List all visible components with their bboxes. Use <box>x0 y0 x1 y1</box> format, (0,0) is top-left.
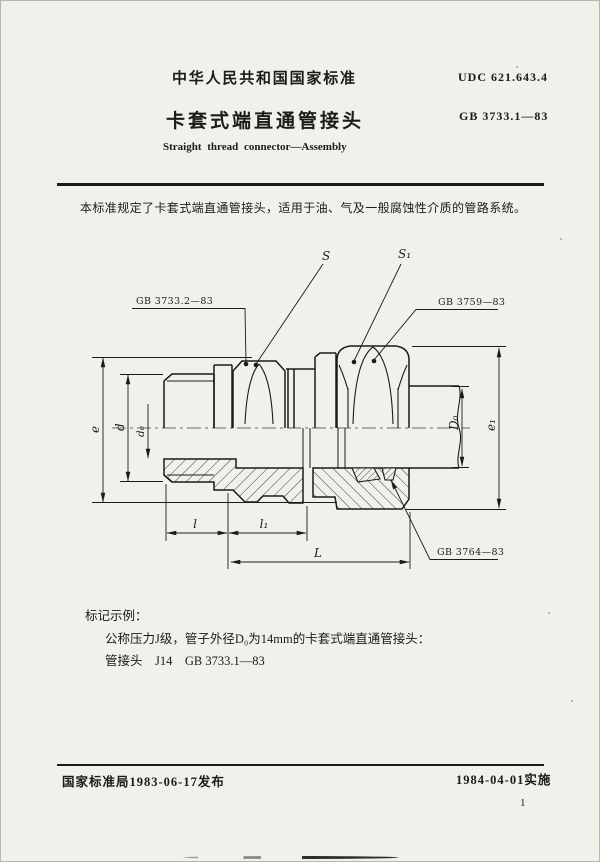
part-label-body: GB 3733.2—83 <box>136 296 213 307</box>
scan-speck <box>516 66 518 68</box>
dim-label-D0: D₀ <box>447 415 461 431</box>
body-section <box>163 458 304 504</box>
dim-label-L: L <box>313 546 322 560</box>
implemented-date: 1984-04-01实施 <box>456 773 552 787</box>
dim-label-e1: e₁ <box>484 419 498 431</box>
dim-label-s: S <box>322 249 330 263</box>
scope-paragraph: 本标准规定了卡套式端直通管接头，适用于油、气及一般腐蚀性介质的管路系统。 <box>80 201 527 215</box>
fitting-outline <box>163 345 462 483</box>
scan-speck <box>560 238 562 240</box>
leader-lines <box>132 263 498 560</box>
dim-label-d: d <box>113 423 127 431</box>
part-label-nut: GB 3759—83 <box>438 297 505 308</box>
dim-label-l1: l₁ <box>260 517 269 531</box>
dim-label-d0: d₀ <box>135 425 147 437</box>
leader-dots <box>243 358 377 368</box>
english-subtitle: Straight thread connector—Assembly <box>163 141 347 153</box>
page-title: 卡套式端直通管接头 <box>166 111 365 132</box>
dim-label-l: l <box>193 517 197 531</box>
header-rule <box>57 183 544 186</box>
marking-example-heading: 标记示例： <box>85 609 148 623</box>
dim-label-s1: S₁ <box>398 247 411 261</box>
marking-example-line1: 公称压力J级，管子外径D₀为14mm的卡套式端直通管接头： <box>105 632 431 646</box>
scan-speck <box>571 700 573 702</box>
part-label-ferrule: GB 3764—83 <box>437 547 504 558</box>
dimension-lines <box>92 346 506 569</box>
issued-date: 国家标准局1983-06-17发布 <box>62 775 225 789</box>
footer-rule <box>57 764 544 766</box>
marking-example-line2: 管接头 J14 GB 3733.1—83 <box>105 654 265 668</box>
ferrule-section <box>351 467 397 483</box>
udc-number: UDC 621.643.4 <box>458 70 548 84</box>
national-standard-label: 中华人民共和国国家标准 <box>172 71 357 87</box>
dim-label-e: e <box>88 426 102 433</box>
scan-smudge <box>183 856 399 859</box>
scan-speck <box>548 612 550 614</box>
bore-edges <box>302 428 346 468</box>
standard-number: GB 3733.1—83 <box>459 109 549 123</box>
page-number: 1 <box>520 797 526 809</box>
